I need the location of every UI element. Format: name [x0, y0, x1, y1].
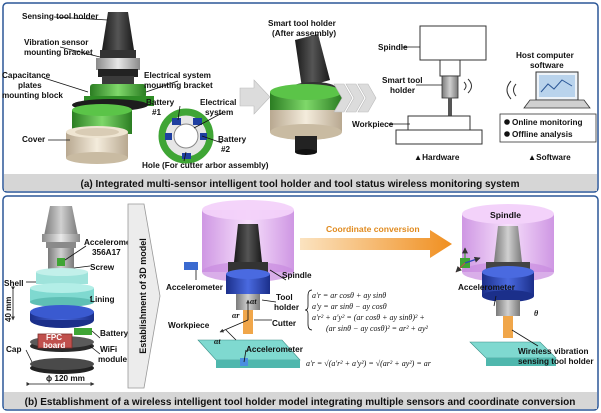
arrow-assembly [239, 79, 271, 115]
label-electrical-bracket-1: Electrical system [144, 71, 211, 80]
label-battery: Battery [100, 329, 129, 338]
label-lining: Lining [90, 295, 115, 304]
panel-b-caption-bg [4, 392, 597, 409]
label-accelerometer-356-model: 356A17 [92, 248, 121, 257]
wireless-holder-exploded [30, 206, 94, 374]
label-host-2: software [530, 61, 564, 70]
label-alpha-r: αr [232, 311, 240, 320]
chevron-arrows [333, 83, 377, 113]
label-alpha-t: αt [250, 297, 257, 306]
label-cover: Cover [22, 135, 46, 144]
panel-a-caption-bg [4, 174, 597, 191]
label-coord-conversion: Coordinate conversion [326, 224, 420, 234]
label-wifi-1: WiFi [100, 345, 117, 354]
label-spindle-right: Spindle [490, 210, 521, 220]
machine-hardware [395, 25, 487, 145]
electrical-ring [158, 108, 214, 164]
middle-model [184, 200, 301, 368]
label-battery2-2: #2 [221, 145, 231, 154]
label-electrical-system-1: Electrical [200, 98, 236, 107]
label-tool-holder-2: holder [274, 303, 300, 312]
equation-5: a′r = √(a′r² + a′y²) = √(ar² + ay²) = ar [306, 359, 432, 368]
label-establishment: Establishment of 3D model [138, 238, 148, 354]
label-sensing-tool-holder: Sensing tool holder [22, 12, 99, 21]
panel-b-mid-leaders [195, 269, 287, 363]
equation-2: a′y = ar sinθ − ay cosθ [312, 302, 387, 311]
label-wireless-2: sensing tool holder [518, 357, 594, 366]
label-fpc-1: FPC [46, 333, 62, 342]
label-wireless-1: Wireless vibration [518, 347, 588, 356]
label-dim-40: 40 mm [4, 297, 13, 322]
label-tool-holder-1: Tool [276, 293, 293, 302]
smart-tool-holder-assembled [270, 34, 342, 155]
panel-b-right-leaders [493, 295, 539, 347]
label-fpc-2: board [43, 341, 65, 350]
label-battery1-1: Battery [146, 98, 175, 107]
panel-a-leaders [43, 16, 223, 162]
label-capacitance-1: Capacitance [2, 71, 51, 80]
label-host-1: Host computer [516, 51, 575, 60]
label-capacitance-2: plates [18, 81, 42, 90]
label-online-monitoring: Online monitoring [512, 118, 583, 127]
coordinate-conversion-arrow [300, 230, 452, 258]
label-accelerometer-mid: Accelerometer [166, 283, 224, 292]
label-theta: θ [534, 309, 539, 318]
right-model [455, 204, 557, 366]
laptop-icon [506, 71, 591, 109]
label-workpiece-b: Workpiece [168, 321, 210, 330]
panel-a-caption: (a) Integrated multi-sensor intelligent … [81, 179, 520, 190]
label-offline-analysis: Offline analysis [512, 130, 573, 139]
equation-3: a′r² + a′y² = (ar cosθ + ay sinθ)² + [312, 313, 425, 322]
label-shell: Shell [4, 279, 24, 288]
label-software: ▲Software [528, 153, 571, 162]
label-smart-tool-1: Smart tool [382, 76, 423, 85]
label-dim-120: ϕ 120 mm [46, 374, 85, 383]
label-spindle-mid: Spindle [282, 271, 312, 280]
label-cutter: Cutter [272, 319, 297, 328]
label-smart-holder-after-1: Smart tool holder [268, 19, 337, 28]
label-accelerometer-right: Accelerometer [458, 283, 516, 292]
label-accelerometer-bottom: Accelerometer [246, 345, 304, 354]
bullet-offline-icon [504, 131, 510, 137]
label-battery1-2: #1 [152, 108, 162, 117]
equations: a′r = ar cosθ + ay sinθ a′y = ar sinθ − … [304, 289, 432, 368]
label-spindle: Spindle [378, 43, 408, 52]
label-vibration-bracket-2: mounting bracket [24, 48, 93, 57]
label-hardware: ▲Hardware [414, 153, 460, 162]
panel-a: (a) Integrated multi-sensor intelligent … [2, 2, 599, 193]
label-hole: Hole (For cutter arbor assembly) [142, 161, 269, 170]
panel-b-caption: (b) Establishment of a wireless intellig… [25, 397, 576, 408]
label-smart-holder-after-2: (After assembly) [272, 29, 336, 38]
sensing-tool-holder-exploded [66, 12, 154, 164]
establishment-arrow [127, 203, 161, 389]
label-capacitance-3: mounting block [2, 91, 63, 100]
label-wifi-2: module [98, 355, 128, 364]
label-electrical-bracket-2: mounting bracket [144, 81, 213, 90]
bullet-online-icon [504, 119, 510, 125]
label-smart-tool-2: holder [390, 86, 416, 95]
software-options-box [499, 113, 597, 143]
panel-b-left-leaders [11, 245, 101, 386]
label-alpha-t2: αt [214, 337, 221, 346]
label-battery2-1: Battery [218, 135, 247, 144]
equation-1: a′r = ar cosθ + ay sinθ [312, 291, 386, 300]
panel-b: (b) Establishment of a wireless intellig… [2, 195, 599, 411]
label-workpiece-a: Workpiece [352, 120, 394, 129]
label-vibration-bracket-1: Vibration sensor [24, 38, 89, 47]
equation-4: (ar sinθ − ay cosθ)² = ar² + ay² [326, 324, 429, 333]
label-accelerometer-356: Accelerometer [84, 238, 142, 247]
label-cap: Cap [6, 345, 21, 354]
label-screw: Screw [90, 263, 115, 272]
label-electrical-system-2: system [205, 108, 233, 117]
